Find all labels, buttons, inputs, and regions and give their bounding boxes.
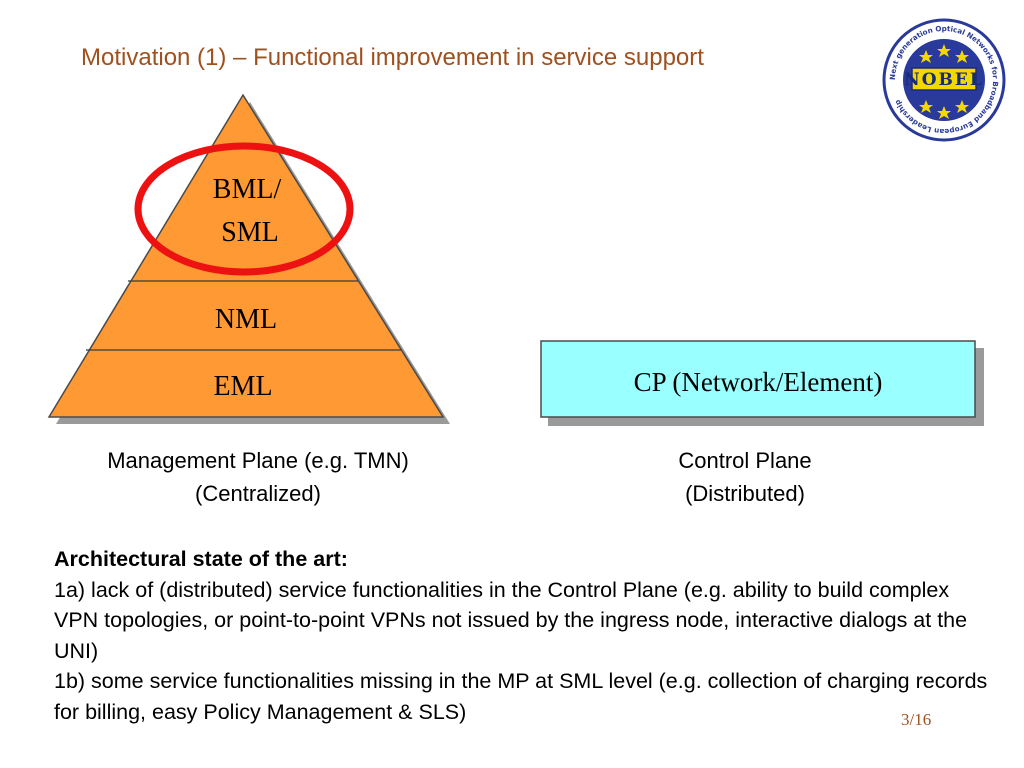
nobel-logo: Next generation Optical Networks for Bro… (882, 18, 1006, 142)
sml-label: SML (221, 217, 279, 248)
logo-text: NOBEL (904, 70, 984, 90)
management-caption-line2: (Centralized) (195, 481, 321, 506)
management-caption-line1: Management Plane (e.g. TMN) (107, 448, 409, 473)
highlight-circle (134, 142, 354, 276)
slide-title: Motivation (1) – Functional improvement … (81, 44, 704, 71)
management-plane-caption: Management Plane (e.g. TMN) (Centralized… (48, 444, 468, 510)
control-caption-line2: (Distributed) (685, 481, 805, 506)
bml-label: BML/ (213, 174, 282, 205)
control-caption-line1: Control Plane (678, 448, 812, 473)
nml-label: NML (215, 304, 277, 335)
body-heading: Architectural state of the art: (54, 547, 348, 571)
control-plane-caption: Control Plane (Distributed) (600, 444, 890, 510)
control-plane-box (540, 340, 976, 418)
eml-label: EML (213, 371, 272, 402)
body-text: Architectural state of the art: 1a) lack… (54, 544, 994, 727)
cp-label: CP (Network/Element) (634, 367, 883, 397)
page-number: 3/16 (901, 710, 932, 729)
architecture-diagram: BML/ SML NML EML CP (Network/Element) (47, 93, 984, 426)
body-paragraph-1b: 1b) some service functionalities missing… (54, 669, 988, 724)
management-plane-pyramid (47, 93, 445, 418)
body-paragraph-1a: 1a) lack of (distributed) service functi… (54, 577, 968, 663)
